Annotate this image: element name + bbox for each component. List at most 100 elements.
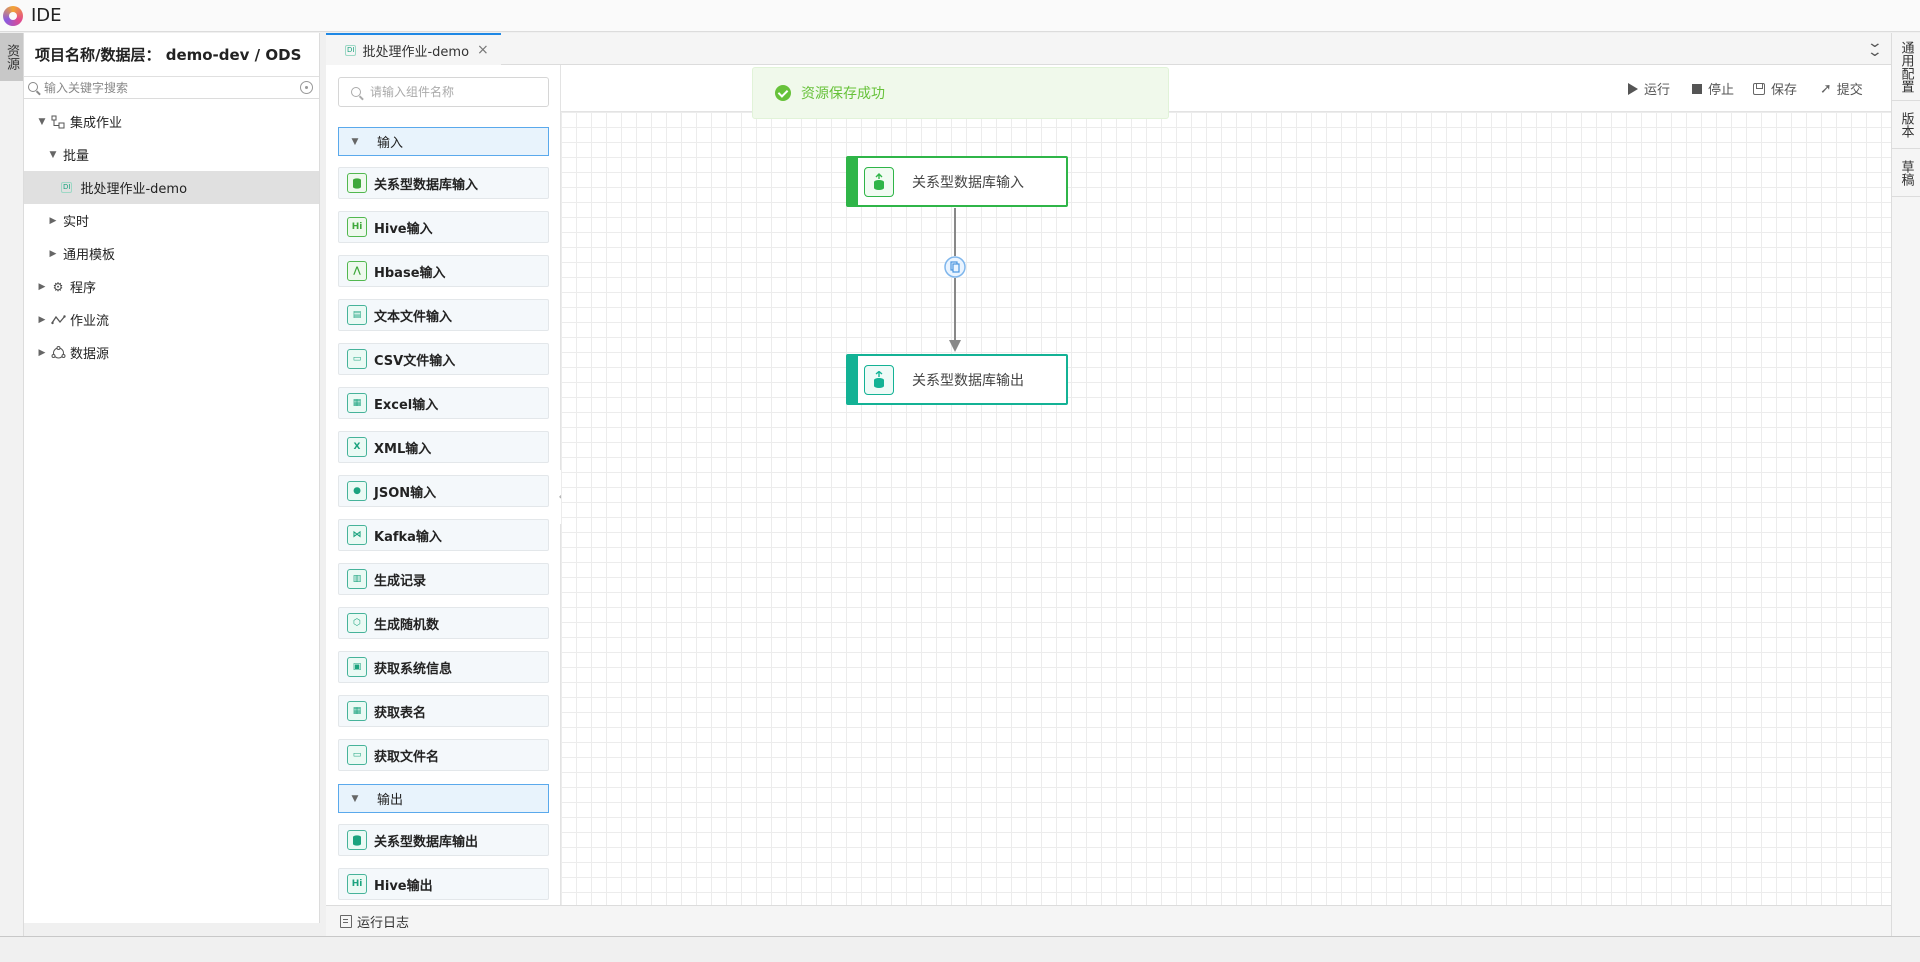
node-label: 关系型数据库输出 <box>912 372 1024 389</box>
close-icon[interactable]: × <box>477 42 489 58</box>
stop-icon <box>1692 83 1702 94</box>
tree-item-workflows[interactable]: ▶ 作业流 <box>24 303 319 336</box>
component-system-info[interactable]: ▣ 获取系统信息 <box>338 651 549 683</box>
component-label: XML输入 <box>374 441 432 457</box>
database-input-icon <box>347 173 367 193</box>
caret-right-icon[interactable]: ▶ <box>49 215 57 226</box>
component-label: Hive输出 <box>374 878 433 894</box>
tab-batch-job-demo[interactable]: DI 批处理作业-demo × <box>326 33 501 65</box>
random-icon: ⬡ <box>347 613 367 633</box>
tab-general-config[interactable]: 通用配置 <box>1892 33 1920 101</box>
tree-item-batch-job-demo[interactable]: DI 批处理作业-demo <box>24 171 319 204</box>
component-xml-input[interactable]: X XML输入 <box>338 431 549 463</box>
node-label: 关系型数据库输入 <box>912 174 1024 191</box>
title-bar: IDE <box>0 0 1920 32</box>
node-db-output[interactable]: 关系型数据库输出 <box>846 354 1068 405</box>
stop-button[interactable]: 停止 <box>1692 79 1734 98</box>
component-json-input[interactable]: ● JSON输入 <box>338 475 549 507</box>
run-button[interactable]: 运行 <box>1628 79 1670 98</box>
json-icon: ● <box>347 481 367 501</box>
database-output-icon <box>347 830 367 850</box>
component-label: 关系型数据库输出 <box>374 834 479 850</box>
tree-item-programs[interactable]: ▶ ⚙ 程序 <box>24 270 319 303</box>
tree-item-integration-jobs[interactable]: ▼ 集成作业 <box>24 105 319 138</box>
component-csv-file-input[interactable]: ▭ CSV文件输入 <box>338 343 549 375</box>
resource-tab[interactable]: 资源 <box>0 33 23 81</box>
component-text-file-input[interactable]: ▤ 文本文件输入 <box>338 299 549 331</box>
hive-icon: Hi <box>347 217 367 237</box>
resource-panel: 项目名称/数据层： demo-dev / ODS ▼ 集成作业 ▼ 批量 DI … <box>24 33 320 923</box>
component-db-output[interactable]: 关系型数据库输出 <box>338 824 549 856</box>
component-generate-record[interactable]: ▥ 生成记录 <box>338 563 549 595</box>
component-label: 获取表名 <box>374 705 427 721</box>
success-toast: 资源保存成功 <box>752 67 1169 119</box>
save-button[interactable]: 保存 <box>1753 79 1797 98</box>
tree-item-label: 通用模板 <box>63 248 116 263</box>
hive-icon: Hi <box>347 874 367 894</box>
csv-file-icon: ▭ <box>347 349 367 369</box>
double-chevron-down-icon[interactable]: ⌄⌄ <box>1866 35 1884 60</box>
stop-label: 停止 <box>1708 83 1735 98</box>
edge-config-icon[interactable] <box>944 256 966 278</box>
group-label: 输出 <box>377 793 404 808</box>
group-output[interactable]: ▼ 输出 <box>338 784 549 813</box>
system-info-icon: ▣ <box>347 657 367 677</box>
component-generate-random[interactable]: ⬡ 生成随机数 <box>338 607 549 639</box>
component-label: Kafka输入 <box>374 529 442 545</box>
di-badge-icon: DI <box>345 44 357 56</box>
tree-item-realtime[interactable]: ▶ 实时 <box>24 204 319 237</box>
component-search-input[interactable] <box>370 85 540 99</box>
tab-version[interactable]: 版本 <box>1892 101 1920 149</box>
tree-item-label: 集成作业 <box>70 116 123 131</box>
edge-layer <box>944 208 966 352</box>
caret-down-icon: ▼ <box>351 136 359 147</box>
tree-item-templates[interactable]: ▶ 通用模板 <box>24 237 319 270</box>
caret-down-icon[interactable]: ▼ <box>38 116 46 127</box>
send-icon: ➚ <box>1820 80 1832 97</box>
component-file-name[interactable]: ▭ 获取文件名 <box>338 739 549 771</box>
caret-right-icon[interactable]: ▶ <box>49 248 57 259</box>
node-db-input[interactable]: 关系型数据库输入 <box>846 156 1068 207</box>
component-kafka-input[interactable]: ⋈ Kafka输入 <box>338 519 549 551</box>
resource-search-input[interactable] <box>44 80 294 95</box>
submit-button[interactable]: ➚ 提交 <box>1820 79 1863 99</box>
component-db-input[interactable]: 关系型数据库输入 <box>338 167 549 199</box>
edge-arrow-icon <box>949 340 961 352</box>
component-label: 关系型数据库输入 <box>374 177 479 193</box>
caret-right-icon[interactable]: ▶ <box>38 347 46 358</box>
component-table-name[interactable]: ▦ 获取表名 <box>338 695 549 727</box>
database-output-icon <box>864 364 894 395</box>
editor-tab-bar: DI 批处理作业-demo × ⌄⌄ <box>326 33 1891 65</box>
group-input[interactable]: ▼ 输入 <box>338 127 549 156</box>
run-log-bar[interactable]: 运行日志 <box>326 905 1891 936</box>
toast-message: 资源保存成功 <box>801 86 885 102</box>
component-hive-output[interactable]: Hi Hive输出 <box>338 868 549 900</box>
component-palette: ▼ 输入 关系型数据库输入 Hi Hive输入 ⋀ Hbase输入 ▤ 文本文件… <box>326 65 561 905</box>
tree-item-label: 批量 <box>63 149 90 164</box>
save-icon <box>1753 82 1765 95</box>
caret-right-icon[interactable]: ▶ <box>38 281 46 292</box>
component-label: CSV文件输入 <box>374 353 456 369</box>
tree-item-batch[interactable]: ▼ 批量 <box>24 138 319 171</box>
right-side-strip: 通用配置 版本 草稿 <box>1891 33 1920 936</box>
component-excel-input[interactable]: ▦ Excel输入 <box>338 387 549 419</box>
component-hive-input[interactable]: Hi Hive输入 <box>338 211 549 243</box>
caret-down-icon[interactable]: ▼ <box>49 149 57 160</box>
tab-label: 批处理作业-demo <box>362 44 470 60</box>
tab-draft[interactable]: 草稿 <box>1892 149 1920 197</box>
component-hbase-input[interactable]: ⋀ Hbase输入 <box>338 255 549 287</box>
flow-diagram-icon <box>50 114 66 130</box>
status-bar <box>0 936 1920 962</box>
caret-right-icon[interactable]: ▶ <box>38 314 46 325</box>
tree-item-datasources[interactable]: ▶ 数据源 <box>24 336 319 369</box>
hbase-icon: ⋀ <box>347 261 367 281</box>
excel-icon: ▦ <box>347 393 367 413</box>
play-icon <box>1628 82 1638 95</box>
caret-down-icon: ▼ <box>351 793 359 804</box>
tree-item-label: 实时 <box>63 215 90 230</box>
component-label: 文本文件输入 <box>374 309 453 325</box>
canvas-grid[interactable]: 关系型数据库输入 关系型数据库输出 <box>561 111 1891 905</box>
log-file-icon <box>340 914 352 928</box>
component-label: Hive输入 <box>374 221 433 237</box>
locate-icon[interactable] <box>300 81 313 94</box>
